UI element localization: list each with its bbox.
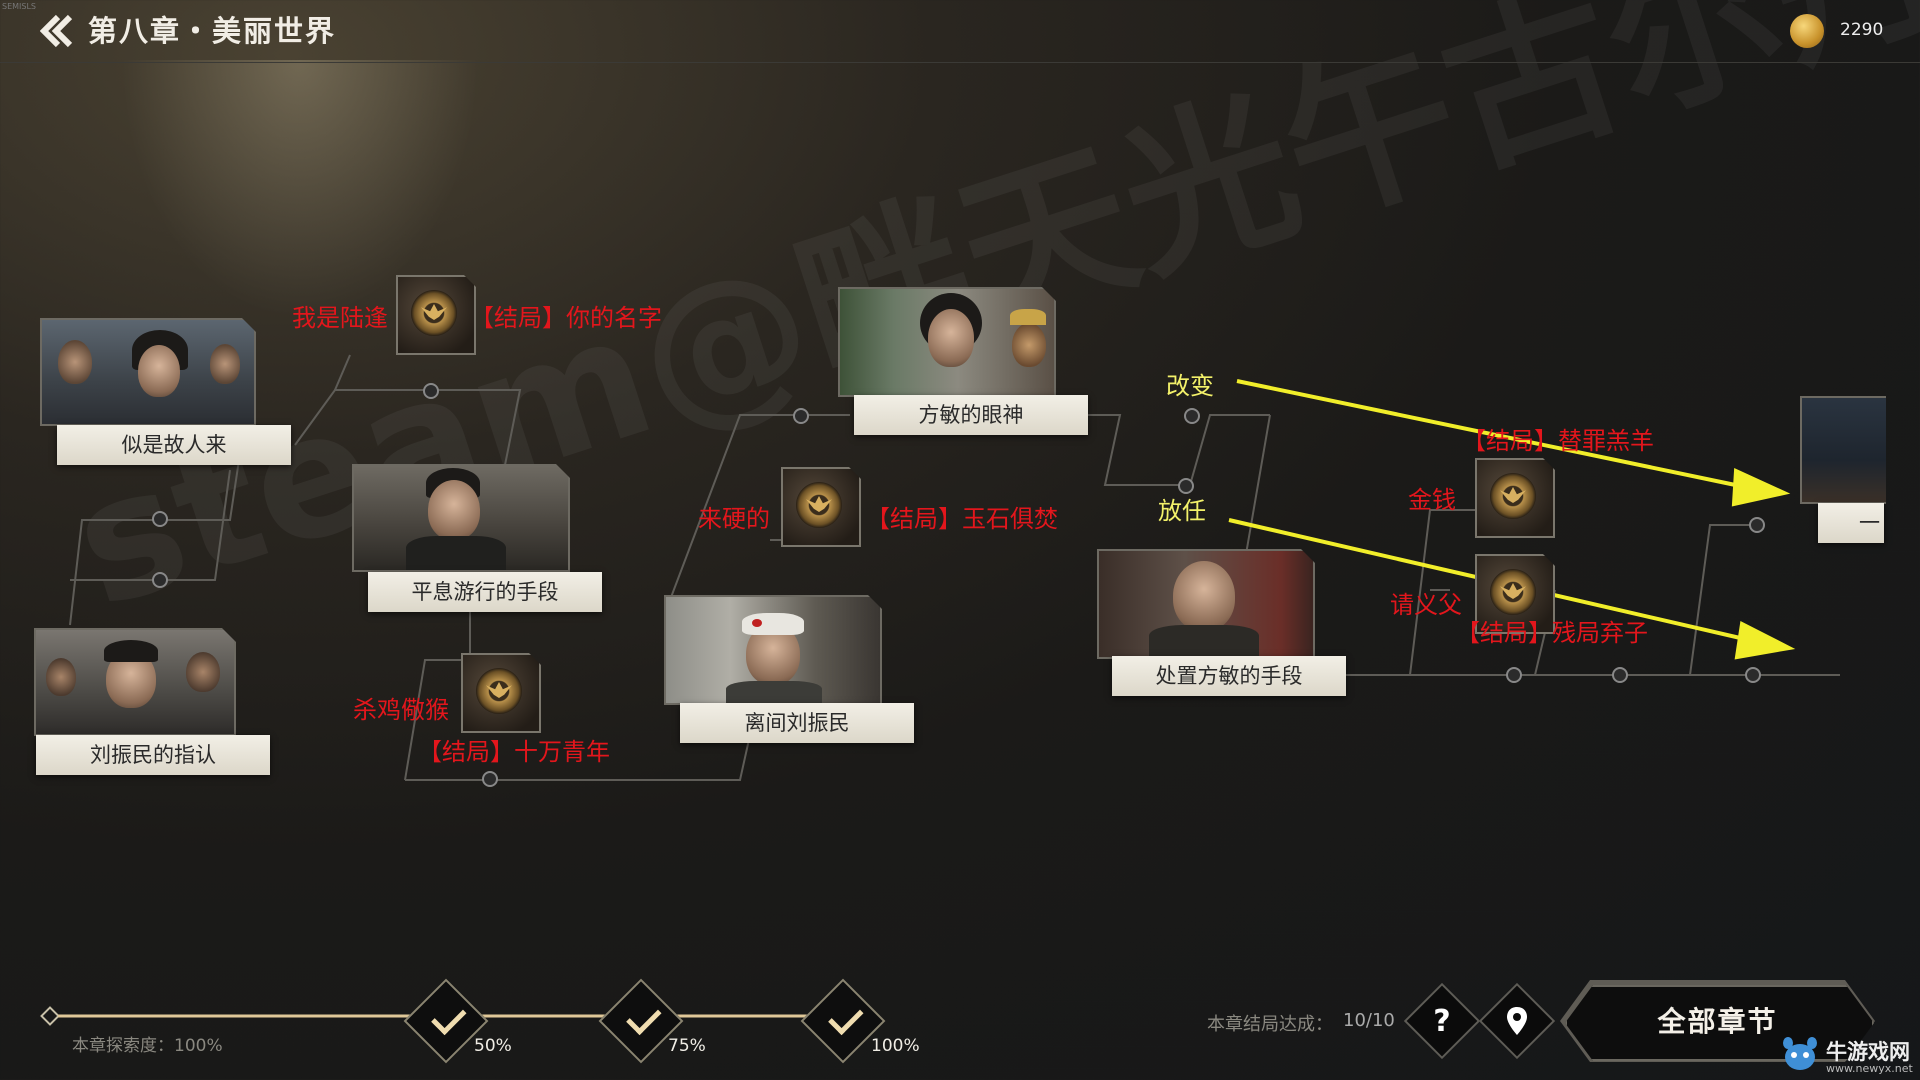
node-label: 一 [1818, 503, 1884, 543]
node-thumbnail [1097, 549, 1315, 659]
annotation-red-8: 【结局】替罪羔羊 [1462, 427, 1654, 455]
ending-emblem-your-name[interactable] [396, 275, 476, 355]
milestone-50-label: 50% [474, 1036, 512, 1056]
chapter-title: 第八章・美丽世界 [88, 14, 337, 48]
annotation-red-3: 来硬的 [698, 505, 770, 533]
node-thumbnail [34, 628, 236, 736]
node-label: 处置方敏的手段 [1112, 656, 1346, 696]
node-label: 似是故人来 [57, 425, 291, 465]
annotation-yellow-change: 改变 [1166, 372, 1214, 400]
all-chapters-button[interactable] [1565, 985, 1874, 1061]
back-arrow-icon[interactable] [40, 14, 76, 48]
annotation-red-9: 请义父 [1390, 591, 1462, 619]
ending-emblem-scapegoat[interactable] [1475, 458, 1555, 538]
endings-label: 本章结局达成： [1207, 1014, 1333, 1035]
node-label: 方敏的眼神 [854, 395, 1088, 435]
node-thumbnail [40, 318, 256, 426]
story-node-3[interactable]: 刘振民的指认 [34, 628, 274, 776]
story-node-1[interactable]: 似是故人来 [40, 318, 296, 466]
milestone-100-label: 100% [871, 1036, 920, 1056]
check-icon [626, 999, 662, 1036]
node-label: 离间刘振民 [680, 703, 914, 743]
brand-name: 牛游戏网 [1826, 1040, 1910, 1064]
coin-icon [1790, 14, 1824, 48]
story-node-5[interactable]: 离间刘振民 [664, 595, 920, 743]
question-icon: ? [1433, 1003, 1451, 1039]
ending-emblem-jade[interactable] [781, 467, 861, 547]
story-node-2[interactable]: 平息游行的手段 [352, 464, 608, 614]
node-thumbnail [838, 287, 1056, 397]
ending-emblem-abandoned[interactable] [1475, 554, 1555, 634]
story-node-6[interactable]: 处置方敏的手段 [1097, 549, 1353, 697]
annotation-red-7: 金钱 [1408, 486, 1456, 514]
annotation-red-10: 【结局】残局弃子 [1456, 619, 1648, 647]
exploration-label: 本章探索度：100% [72, 1036, 223, 1056]
map-button[interactable] [1478, 982, 1556, 1060]
eagle-emblem-icon [796, 482, 842, 528]
eagle-emblem-icon [411, 290, 457, 336]
node-label: 刘振民的指认 [36, 735, 270, 775]
story-node-7[interactable]: 一 [1800, 396, 1886, 544]
top-bar: SEMISLS 第八章・美丽世界 2290 [0, 0, 1920, 63]
story-node-4[interactable]: 方敏的眼神 [838, 287, 1094, 435]
annotation-yellow-let-go: 放任 [1158, 497, 1206, 525]
ending-emblem-youth[interactable] [461, 653, 541, 733]
annotation-red-2: 【结局】你的名字 [470, 304, 662, 332]
annotation-red-1: 我是陆逢 [292, 304, 388, 332]
node-thumbnail [352, 464, 570, 572]
map-pin-icon [1492, 996, 1542, 1046]
check-icon [828, 999, 864, 1036]
endings-count: 10/10 [1343, 1010, 1395, 1031]
node-label: 平息游行的手段 [368, 572, 602, 612]
eagle-emblem-icon [1490, 569, 1536, 615]
coin-count: 2290 [1840, 20, 1884, 40]
brand-url: www.newyx.net [1826, 1062, 1913, 1075]
eagle-emblem-icon [476, 668, 522, 714]
all-chapters-label[interactable]: 全部章节 [1657, 1005, 1778, 1038]
annotation-red-5: 杀鸡儆猴 [353, 696, 449, 724]
annotation-red-4: 【结局】玉石俱焚 [866, 505, 1058, 533]
brand-mascot-icon [1783, 1037, 1817, 1070]
eagle-emblem-icon [1490, 473, 1536, 519]
annotation-red-6: 【结局】十万青年 [418, 738, 610, 766]
tiny-label: SEMISLS [2, 2, 37, 11]
check-icon [431, 999, 467, 1036]
milestone-75-label: 75% [668, 1036, 706, 1056]
